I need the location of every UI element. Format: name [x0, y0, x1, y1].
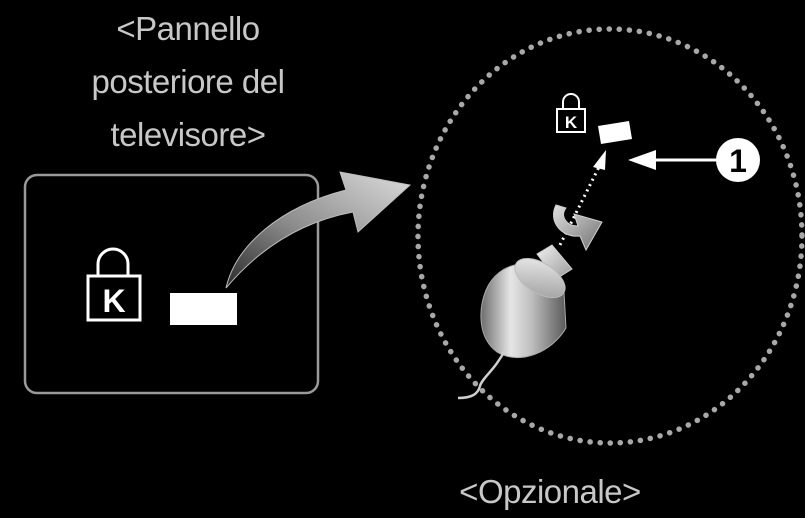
callout-number: 1	[729, 143, 747, 179]
lock-cable	[457, 349, 507, 400]
kensington-lock-icon-small: K	[556, 93, 586, 133]
optional-label: <Opzionale>	[459, 473, 641, 510]
cable-lock	[480, 244, 573, 359]
kensington-slot-small	[598, 121, 632, 144]
tv-back-panel	[23, 173, 320, 395]
callout-arrow-icon	[628, 150, 720, 170]
rotate-arrow-icon	[553, 204, 603, 252]
tv-back-panel-label-line1: <Pannello	[116, 10, 260, 47]
optional-detail-circle	[415, 26, 805, 446]
tv-back-panel-label: <Pannello posteriore del televisore>	[58, 2, 318, 161]
svg-text:K: K	[565, 113, 578, 132]
lock-k-letter: K	[102, 283, 125, 319]
tv-back-panel-label-line3: televisore>	[110, 116, 266, 153]
tv-back-panel-label-line2: posteriore del	[91, 63, 285, 100]
kensington-lock-icon: K	[86, 247, 142, 322]
callout-badge: 1	[716, 138, 760, 182]
kensington-slot	[170, 293, 237, 325]
curved-arrow-icon	[225, 171, 412, 289]
